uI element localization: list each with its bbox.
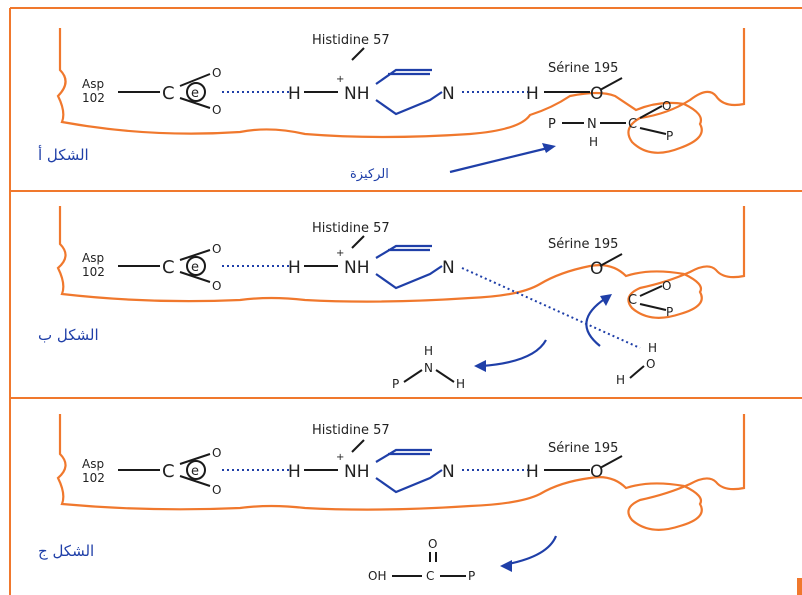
atom-p-right: P <box>666 129 673 143</box>
serine-label: Sérine 195 <box>548 61 618 76</box>
substrate-arrow <box>449 146 549 174</box>
panel-b: Histidine 57 Sérine 195 Asp 102 C e O O … <box>38 206 746 391</box>
amine-n: N <box>424 361 433 375</box>
arrowhead <box>500 560 512 572</box>
atom-n-substrate: N <box>587 117 597 132</box>
product-c: C <box>426 569 434 583</box>
enzyme-outline <box>56 28 746 154</box>
arrowhead <box>600 294 612 306</box>
atom-h-ser: H <box>526 84 539 104</box>
atom-c: C <box>162 461 175 482</box>
atom-h-substrate: H <box>589 135 598 149</box>
imidazole-ring <box>375 244 443 290</box>
plus-charge: + <box>336 74 344 85</box>
asp-label: Asp <box>82 457 104 471</box>
atom-h: H <box>288 84 301 104</box>
serine-label: Sérine 195 <box>548 441 618 456</box>
histidine-label: Histidine 57 <box>312 221 390 236</box>
enzyme-outline <box>56 414 746 531</box>
amine-p: P <box>392 377 399 391</box>
outer-frame <box>9 7 802 595</box>
atom-o-top: O <box>212 66 221 80</box>
atom-h: H <box>288 258 301 278</box>
enzyme-outline <box>56 206 746 319</box>
plus-charge: + <box>336 452 344 463</box>
substrate-pointer-label: الركيزة <box>350 167 389 182</box>
atom-h-ser: H <box>526 462 539 482</box>
panel-caption: الشكل أ <box>38 145 89 164</box>
atom-nh: NH <box>344 84 370 104</box>
asp-label: Asp <box>82 77 104 91</box>
atom-e: e <box>191 464 199 479</box>
panel-caption: الشكل ج <box>38 542 94 561</box>
imidazole-ring <box>375 448 443 494</box>
asp-number: 102 <box>82 91 105 105</box>
asp-number: 102 <box>82 471 105 485</box>
atom-nh: NH <box>344 462 370 482</box>
atom-c: C <box>162 83 175 104</box>
water-h-bottom: H <box>616 373 625 387</box>
product-p: P <box>468 569 475 583</box>
atom-o-substrate: O <box>662 99 671 113</box>
asp-number: 102 <box>82 265 105 279</box>
histidine-label: Histidine 57 <box>312 33 390 48</box>
atom-o-acyl: O <box>662 279 671 293</box>
amine-h-right: H <box>456 377 465 391</box>
atom-o-ser: O <box>590 259 603 279</box>
atom-o-top: O <box>212 446 221 460</box>
water-h-top: H <box>648 341 657 355</box>
serine-label: Sérine 195 <box>548 237 618 252</box>
atom-c-acyl: C <box>628 293 637 308</box>
curved-arrow-attack <box>585 297 607 347</box>
atom-c-substrate: C <box>628 117 637 132</box>
curved-arrow-product <box>507 535 558 566</box>
atom-e: e <box>191 86 199 101</box>
histidine-label: Histidine 57 <box>312 423 390 438</box>
atom-n: N <box>442 258 455 278</box>
product-o: O <box>428 537 437 551</box>
atom-h: H <box>288 462 301 482</box>
atom-p-acyl: P <box>666 305 673 319</box>
atom-nh: NH <box>344 258 370 278</box>
water-o: O <box>646 357 655 371</box>
atom-o-ser: O <box>590 462 603 482</box>
atom-n: N <box>442 84 455 104</box>
asp-label: Asp <box>82 251 104 265</box>
atom-n: N <box>442 462 455 482</box>
imidazole-ring <box>375 68 443 116</box>
atom-o-bottom: O <box>212 483 221 497</box>
atom-o-bottom: O <box>212 279 221 293</box>
atom-o-ser: O <box>590 84 603 104</box>
plus-charge: + <box>336 248 344 259</box>
panel-caption: الشكل ب <box>38 326 99 344</box>
product-oh: OH <box>368 569 386 583</box>
atom-o-bottom: O <box>212 103 221 117</box>
atom-c: C <box>162 257 175 278</box>
arrowhead <box>474 360 486 372</box>
curved-arrow-release <box>481 339 547 368</box>
panel-a: Histidine 57 Sérine 195 Asp 102 C e O O … <box>38 28 746 182</box>
atom-o-top: O <box>212 242 221 256</box>
panel-c: Histidine 57 Sérine 195 Asp 102 C e O O … <box>38 414 746 583</box>
arrowhead <box>542 143 556 153</box>
amine-h-top: H <box>424 344 433 358</box>
atom-p-left: P <box>548 117 556 132</box>
atom-e: e <box>191 260 199 275</box>
